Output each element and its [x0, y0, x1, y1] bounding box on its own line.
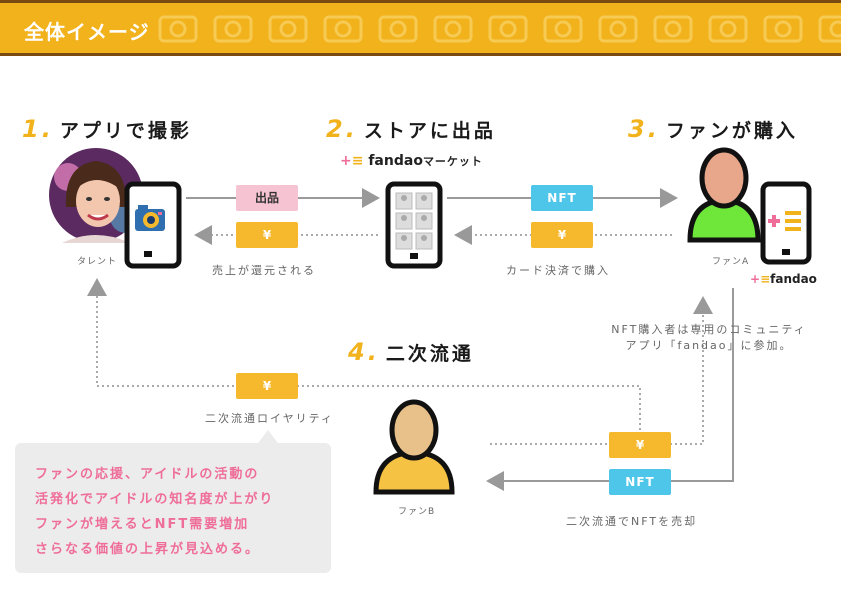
note-pointer: [258, 430, 278, 443]
fan-a-label: ファンA: [712, 257, 750, 267]
phone-store-icon: [385, 181, 443, 269]
community-caption: NFT購入者は専用のコミュニティ アプリ「fandao」に参加。: [611, 323, 807, 352]
talent-label: タレント: [77, 257, 118, 267]
note-line: さらなる価値の上昇が見込める。: [35, 542, 261, 557]
resale-caption: 二次流通でNFTを売却: [566, 515, 698, 528]
step-label: 二次流通: [385, 343, 474, 365]
listing-tag: 出品: [236, 185, 298, 211]
note-line: ファンの応援、アイドルの活動の: [35, 467, 260, 482]
step-4-title: 4.二次流通: [348, 338, 474, 366]
step-number: 4.: [348, 338, 380, 366]
resale-yen-tag: ¥: [609, 432, 671, 458]
phone-camera-icon: [124, 181, 182, 269]
fan-b-icon: [373, 399, 455, 495]
step-label: ストアに出品: [363, 120, 496, 142]
fan-b-label: ファンB: [398, 507, 436, 517]
nft-purchase-tag: NFT: [531, 185, 593, 211]
step-number: 3.: [628, 115, 660, 143]
arrow-royalty: [87, 278, 641, 430]
fandao-logo: +≡fandao: [750, 272, 817, 286]
step-number: 1.: [22, 115, 54, 143]
card-caption: カード決済で購入: [506, 264, 610, 277]
card-yen-tag: ¥: [531, 222, 593, 248]
revenue-yen-tag: ¥: [236, 222, 298, 248]
step-number: 2.: [326, 115, 358, 143]
revenue-caption: 売上が還元される: [212, 264, 316, 277]
arrow-resale-nft: [486, 288, 734, 491]
step-label: アプリで撮影: [59, 120, 192, 142]
arrow-resale-yen: [490, 296, 713, 445]
step-1-title: 1.アプリで撮影: [22, 115, 192, 143]
fan-a-icon: [687, 147, 761, 243]
phone-fandao-icon: [760, 181, 812, 265]
step-3-title: 3.ファンが購入: [628, 115, 798, 143]
note-line: 活発化でアイドルの知名度が上がり: [35, 492, 275, 507]
header-banner: 全体イメージ: [0, 0, 841, 56]
note-box: ファンの応援、アイドルの活動の 活発化でアイドルの知名度が上がり ファンが増える…: [15, 443, 331, 573]
camera-pattern-icon: [158, 15, 841, 43]
resale-nft-tag: NFT: [609, 469, 671, 495]
plus-icon: +: [340, 153, 352, 169]
page-title: 全体イメージ: [24, 20, 150, 44]
talent-avatar: [49, 148, 143, 243]
note-line: ファンが増えるとNFT需要増加: [35, 517, 250, 532]
bars-icon: ≡: [760, 272, 771, 286]
step-label: ファンが購入: [665, 120, 798, 142]
royalty-caption: 二次流通ロイヤリティ: [205, 412, 335, 425]
royalty-yen-tag: ¥: [236, 373, 298, 399]
fandao-market-logo: +≡ fandaoマーケット: [340, 153, 483, 169]
step-2-title: 2.ストアに出品: [326, 115, 496, 143]
bars-icon: ≡: [351, 153, 364, 169]
plus-icon: +: [750, 272, 761, 286]
